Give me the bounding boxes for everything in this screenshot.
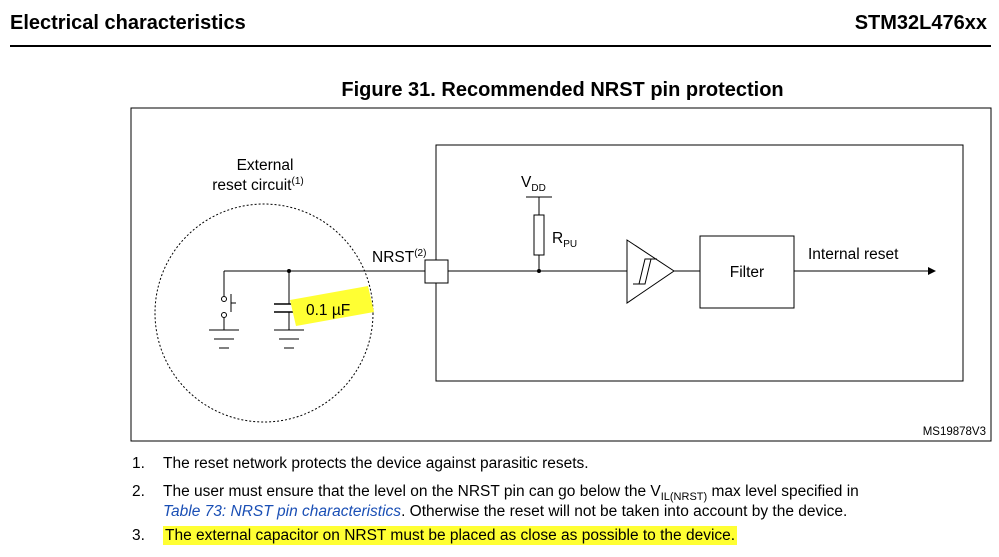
table-73-link[interactable]: Table 73: NRST pin characteristics (163, 503, 402, 521)
note-subscript: IL(NRST) (660, 491, 708, 504)
external-circuit-outline (154, 203, 374, 423)
hysteresis-symbol-icon (633, 258, 657, 285)
figure-frame (130, 107, 992, 442)
note-2: 2. The user must ensure that the level on… (132, 483, 859, 521)
rpu-resistor (533, 214, 545, 256)
note-text-cont: max level specified in (707, 483, 859, 500)
note-text: The user must ensure that the level on t… (163, 483, 661, 500)
figure-code: MS19878V3 (923, 426, 986, 438)
header-rule (10, 45, 991, 47)
note-1: 1. The reset network protects the device … (132, 455, 589, 473)
vdd-label: VDD (521, 174, 546, 194)
page-header: Electrical characteristics STM32L476xx (0, 0, 999, 48)
figure-title: Figure 31. Recommended NRST pin protecti… (341, 79, 784, 101)
note-text: The reset network protects the device ag… (163, 455, 589, 472)
nrst-label: NRST(2) (372, 248, 426, 266)
external-label-line1: External (237, 157, 294, 174)
rpu-label: RPU (552, 230, 577, 250)
internal-reset-label: Internal reset (808, 246, 899, 263)
switch-contact-top (221, 296, 227, 302)
part-number: STM32L476xx (854, 12, 987, 34)
external-label-line2: reset circuit(1) (212, 176, 303, 194)
note-text-end: . Otherwise the reset will not be taken … (401, 503, 848, 521)
arrow-right-icon (928, 267, 936, 275)
filter-block (699, 235, 795, 309)
junction-dot-rpu (537, 269, 541, 273)
schmitt-trigger-buffer (626, 239, 675, 304)
switch-contact-bottom (221, 312, 227, 318)
section-title: Electrical characteristics (10, 12, 246, 34)
capacitor-label: 0.1 µF (306, 302, 350, 319)
note-3: 3. The external capacitor on NRST must be… (132, 526, 738, 545)
note-text-highlighted: The external capacitor on NRST must be p… (163, 526, 738, 545)
note-number: 2. (132, 483, 145, 500)
note-number: 3. (132, 527, 145, 544)
nrst-pin (424, 259, 449, 284)
capacitor-highlight (290, 286, 374, 326)
filter-label: Filter (730, 264, 764, 281)
note-number: 1. (132, 455, 145, 472)
